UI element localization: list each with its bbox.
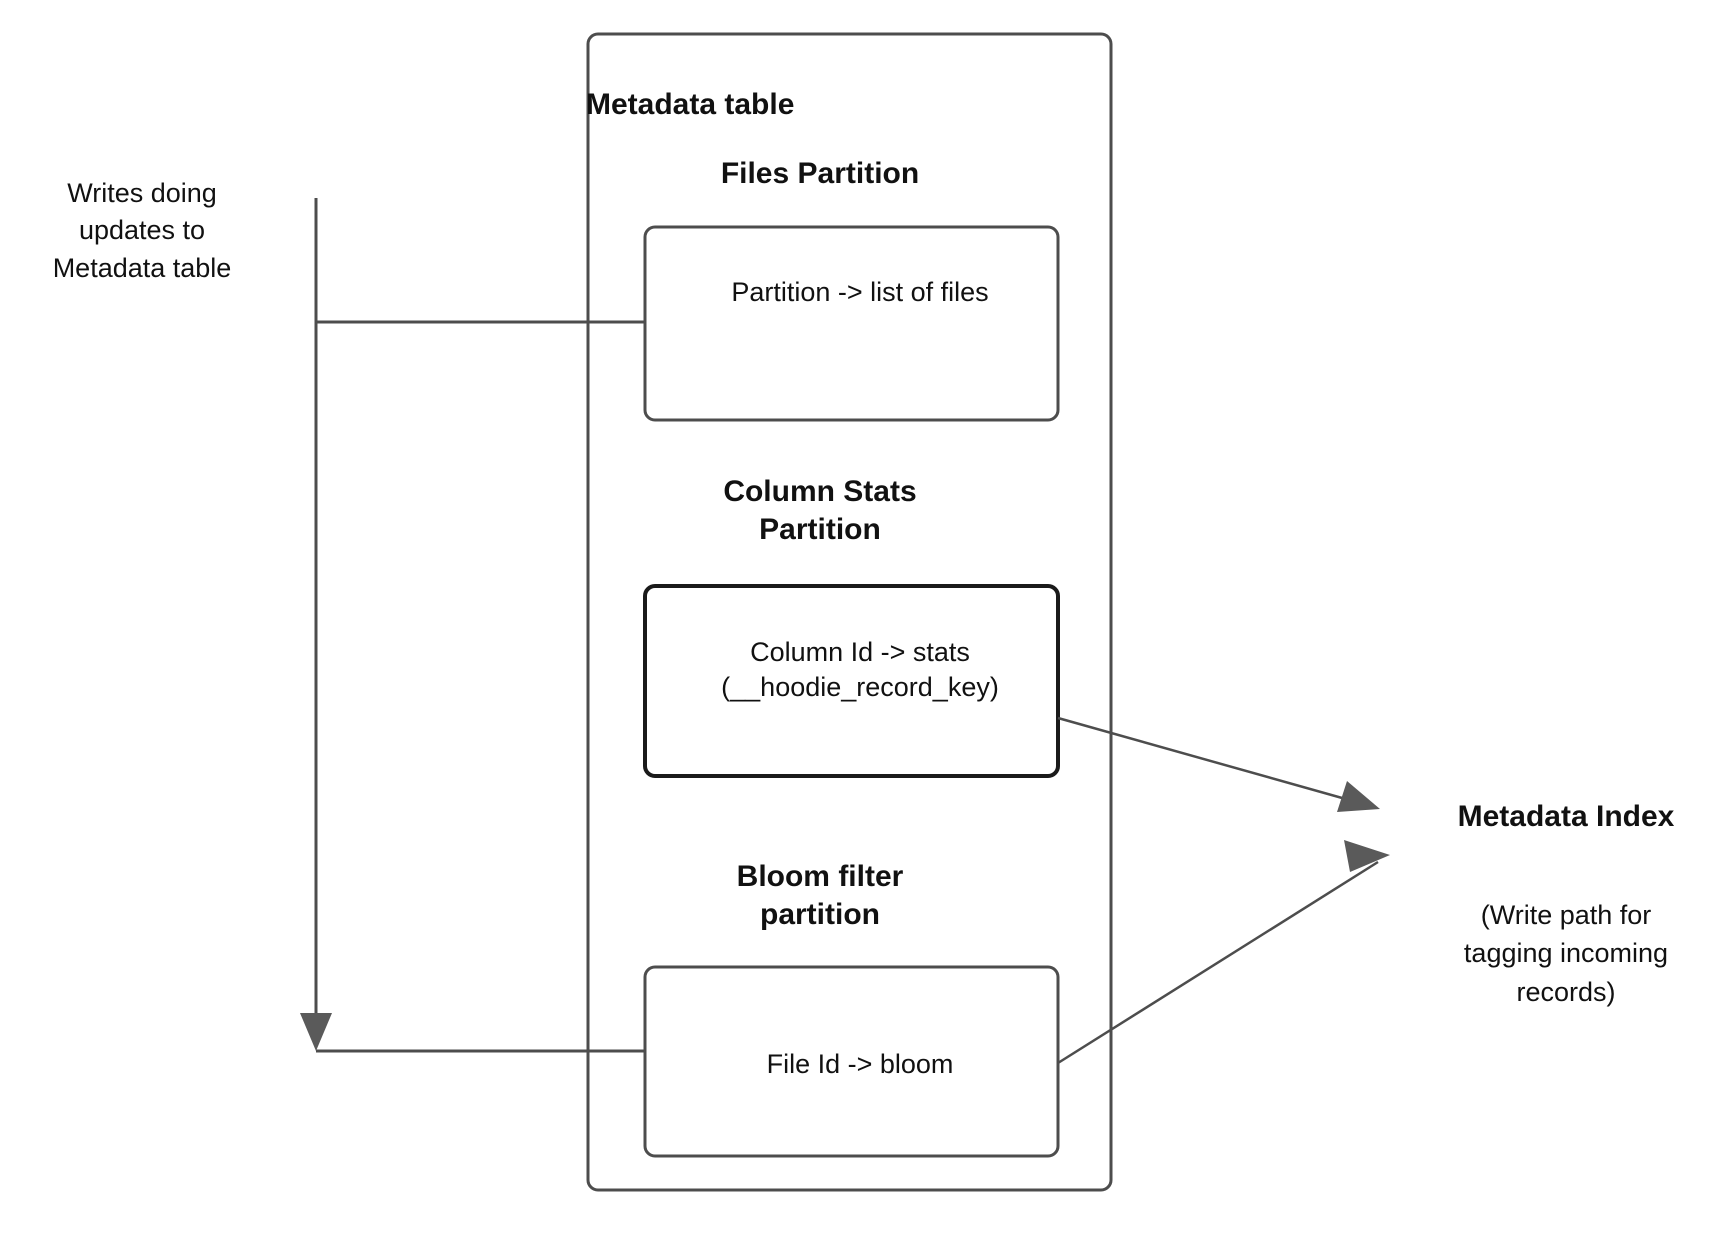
column-stats-partition-box bbox=[643, 584, 1060, 778]
writes-connector-arrow-head bbox=[300, 1013, 332, 1051]
bloom-filter-partition-heading: Bloom filter partition bbox=[736, 860, 904, 932]
metadata-table-title: Metadata table bbox=[586, 88, 795, 121]
colstats-to-index-arrow-head bbox=[1337, 781, 1380, 812]
column-stats-partition-heading: Column Stats Partition bbox=[723, 475, 917, 547]
column-stats-partition-box-text: Column Id -> stats (__hoodie_record_key) bbox=[721, 637, 999, 702]
writes-annotation-label: Writes doing updates to Metadata table bbox=[52, 178, 232, 283]
bloom-to-index-line bbox=[1057, 860, 1379, 1065]
metadata-index-note: (Write path for tagging incoming records… bbox=[1463, 900, 1669, 1007]
colstats-to-index-line bbox=[1057, 716, 1368, 807]
files-partition-box bbox=[643, 225, 1060, 422]
metadata-index-title: Metadata Index bbox=[1457, 800, 1675, 833]
files-partition-box-text: Partition -> list of files bbox=[731, 277, 989, 307]
bloom-to-index-arrow-head bbox=[1344, 840, 1390, 872]
metadata-table-container bbox=[586, 32, 1113, 1192]
bloom-filter-partition-box bbox=[643, 965, 1060, 1158]
files-partition-heading: Files Partition bbox=[720, 157, 920, 190]
bloom-filter-partition-box-text: File Id -> bloom bbox=[766, 1049, 954, 1079]
